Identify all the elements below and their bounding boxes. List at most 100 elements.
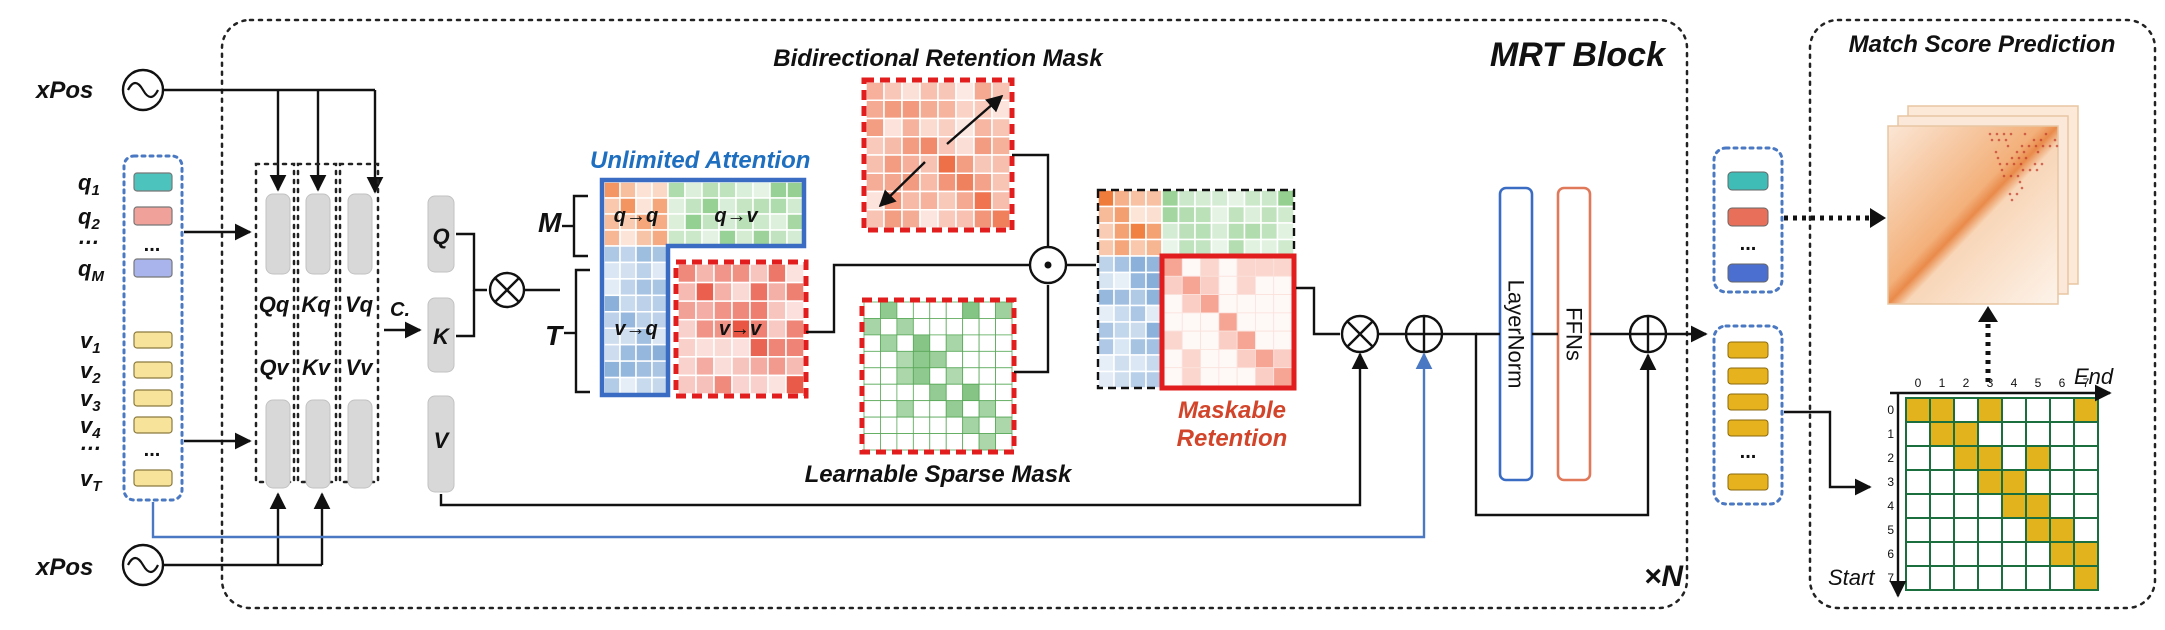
matrix-cell [603, 294, 621, 313]
score-dot [2012, 162, 2016, 166]
matrix-cell [786, 197, 805, 215]
v-to-v-label: v→v [719, 318, 763, 340]
matrix-cell [619, 360, 637, 379]
grid-cell [1905, 421, 1931, 447]
output-query-ellipsis: ... [1740, 233, 1757, 255]
v-path-line [439, 352, 1369, 507]
sparse-cell [945, 416, 964, 434]
grid-cell [2073, 469, 2099, 495]
video-token-chip [133, 469, 173, 487]
retention-cell [1218, 349, 1238, 369]
matrix-cell [749, 337, 769, 358]
q-label: Q [432, 224, 449, 249]
matrix-cell [767, 263, 787, 284]
score-dot [2006, 144, 2010, 148]
grid-cell [2049, 541, 2075, 567]
q-to-q-label: q→q [614, 205, 658, 227]
sparse-cell [880, 318, 898, 336]
sparse-cell [896, 301, 914, 319]
retention-cell [1236, 367, 1256, 387]
grid-cell [2001, 397, 2027, 423]
matrix-cell [1113, 205, 1131, 224]
matrix-cell [919, 209, 939, 229]
retention-cell [1181, 294, 1201, 314]
grid-cell [2049, 445, 2075, 471]
matrix-cell [901, 117, 921, 138]
retention-cell [1163, 330, 1183, 350]
score-dot [2020, 186, 2024, 190]
matrix-cell [1113, 337, 1131, 356]
matrix-cell [1129, 370, 1147, 389]
output-video-group [1712, 324, 1784, 506]
start-tick-label: 5 [1887, 523, 1894, 537]
sparse-cell [912, 416, 931, 434]
matrix-cell [919, 117, 939, 138]
grid-cell [1929, 469, 1955, 495]
query-token-chip [133, 172, 173, 192]
matrix-cell [619, 278, 637, 297]
matrix-cell [1129, 238, 1147, 257]
output-video-chip [1727, 341, 1769, 359]
matrix-cell [785, 300, 805, 321]
matrix-cell [695, 281, 715, 302]
score-dot [2027, 144, 2031, 148]
query-token-label: … [78, 224, 100, 249]
xpos-top-icon [121, 68, 165, 112]
score-dot [2048, 144, 2052, 148]
sparse-cell [978, 367, 996, 385]
matrix-cell [767, 281, 787, 302]
grid-cell [1953, 517, 1979, 543]
matrix-cell [677, 318, 697, 340]
retention-cell [1200, 330, 1220, 350]
matrix-cell [1177, 222, 1196, 241]
sparse-cell [863, 367, 881, 385]
sparse-cell [896, 416, 914, 434]
grid-cell [1929, 445, 1955, 471]
sparse-cell [945, 367, 964, 385]
matrix-cell [865, 117, 885, 138]
retention-cell [1273, 257, 1293, 277]
matrix-cell [785, 318, 805, 340]
score-dot [2002, 132, 2006, 136]
matrix-cell [955, 99, 975, 120]
retention-cell [1181, 367, 1201, 387]
matrix-cell [635, 343, 653, 362]
sparse-cell [962, 318, 980, 336]
grid-cell [1953, 565, 1979, 591]
sparse-cell [912, 383, 931, 402]
sparse-cell [929, 416, 947, 434]
matrix-cell [1129, 354, 1147, 373]
matrix-cell [991, 136, 1011, 156]
retention-cell [1181, 312, 1201, 332]
retention-cell [1218, 367, 1238, 387]
sparse-cell [896, 400, 914, 418]
matrix-cell [767, 337, 787, 358]
m-label: M [538, 207, 562, 238]
output-query-chip [1727, 263, 1769, 283]
sparse-cell [995, 400, 1013, 418]
sparse-cell [880, 334, 898, 352]
grid-cell [2025, 517, 2051, 543]
grid-cell [2049, 421, 2075, 447]
matrix-cell [973, 172, 993, 193]
grid-cell [1977, 445, 2003, 471]
matrix-cell [1097, 255, 1115, 274]
v-multiply-icon [1340, 314, 1380, 354]
matrix-cell [713, 356, 733, 377]
end-tick-label: 5 [2035, 376, 2042, 390]
matrix-cell [973, 209, 993, 229]
matrix-cell [752, 229, 771, 247]
matrix-cell [1129, 321, 1147, 340]
grid-cell [1905, 565, 1931, 591]
query-token-label: q1 [78, 170, 100, 199]
sparse-cell [863, 301, 881, 319]
score-dot [2017, 156, 2021, 160]
score-dot [2023, 132, 2027, 136]
matrix-cell [955, 190, 975, 211]
retention-cell [1255, 275, 1275, 295]
matrix-cell [752, 181, 771, 199]
query-token-chip [133, 258, 173, 278]
matrix-cell [749, 300, 769, 321]
qk-multiply-icon [488, 271, 526, 309]
retention-cell [1163, 257, 1183, 277]
